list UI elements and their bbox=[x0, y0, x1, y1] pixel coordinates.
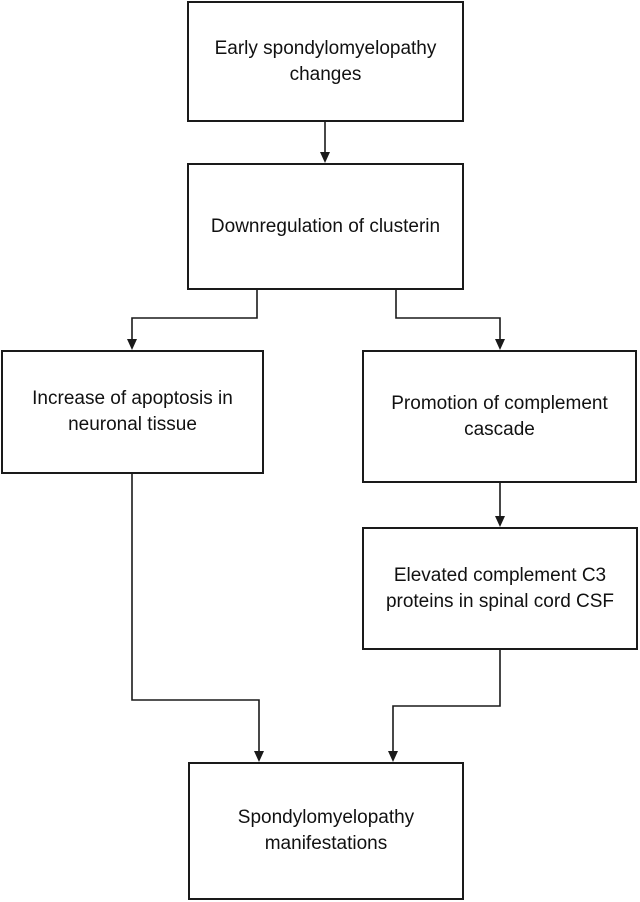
edge-n2-n3 bbox=[127, 290, 258, 350]
edge-n3-n6 bbox=[131, 474, 264, 762]
edge-n2-n4 bbox=[395, 290, 505, 350]
node-downregulation-of-clusterin: Downregulation of clusterin bbox=[187, 163, 464, 290]
node-label: Early spondylomyelopathy changes bbox=[214, 37, 437, 85]
node-label: Increase of apoptosis in neuronal tissue bbox=[32, 388, 233, 435]
edge-n5-n6 bbox=[388, 650, 501, 762]
edge-n4-n5 bbox=[495, 483, 505, 527]
node-label: Promotion of complement cascade bbox=[391, 392, 608, 440]
node-elevated-complement-c3: Elevated complement C3 proteins in spina… bbox=[362, 527, 638, 650]
node-label: Downregulation of clusterin bbox=[210, 215, 441, 237]
edge-n1-n2 bbox=[320, 122, 330, 163]
node-spondylomyelopathy-manifestations: Spondylomyelopathy manifestations bbox=[188, 762, 464, 900]
node-label: Spondylomyelopathy manifestations bbox=[237, 807, 415, 854]
node-early-spondylomyelopathy-changes: Early spondylomyelopathy changes bbox=[187, 1, 464, 122]
node-promotion-of-complement-cascade: Promotion of complement cascade bbox=[362, 350, 637, 483]
node-label: Elevated complement C3 proteins in spina… bbox=[385, 564, 615, 612]
node-increase-of-apoptosis: Increase of apoptosis in neuronal tissue bbox=[1, 350, 264, 474]
